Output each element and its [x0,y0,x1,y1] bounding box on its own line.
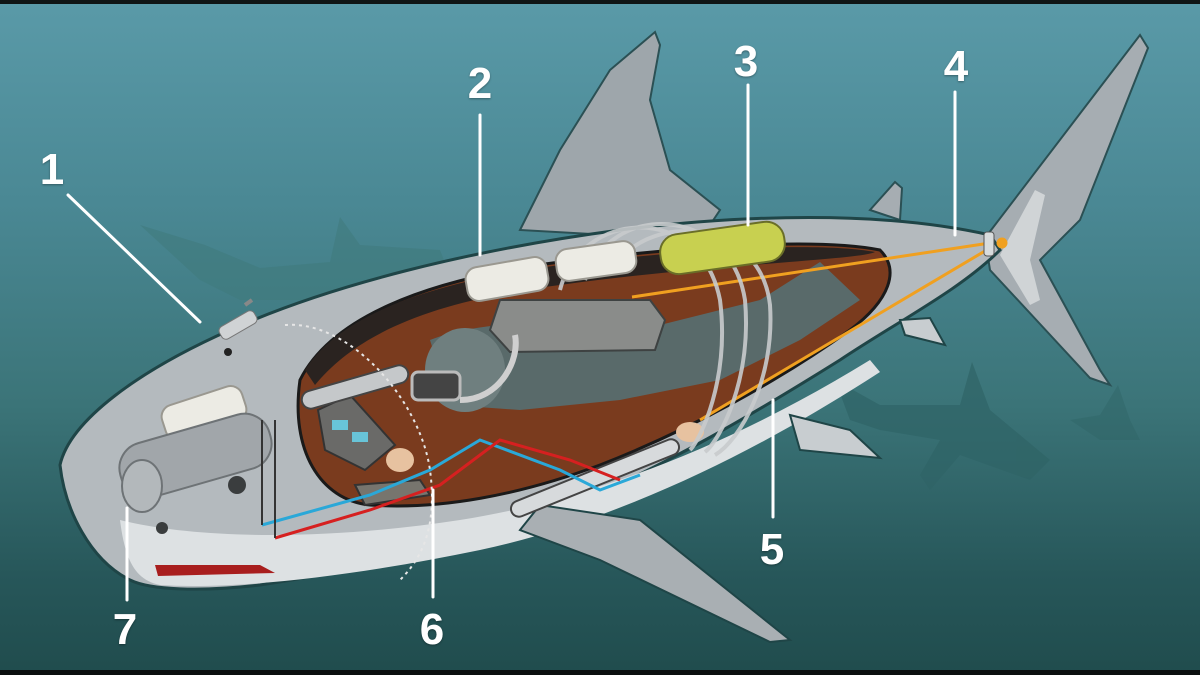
anal-fin [898,316,947,347]
yellow-air-tank [659,220,786,276]
callout-7: 7 [112,605,138,654]
front-cabin-cylinder [300,364,410,410]
eye [228,476,246,494]
callout-6: 6 [419,605,445,654]
dorsal-fin [518,30,722,242]
callout-5: 5 [759,525,785,574]
callout-4: 4 [943,42,969,91]
buoyancy-pods [160,240,638,441]
air-hoses [558,222,773,457]
callout-2: 2 [467,59,493,108]
second-dorsal-fin [868,180,904,222]
callout-lines [66,83,957,602]
belly [120,360,880,586]
callout-1: 1 [39,145,65,194]
nose-cylinder [118,412,273,513]
background-shark-right [835,362,1140,490]
control-wires [261,438,641,540]
tail-pulley [983,231,995,257]
pectoral-fin [518,503,793,644]
callout-3: 3 [733,37,759,86]
pelvic-fin [788,413,883,460]
bottom-border [0,670,1200,675]
nostril [156,522,168,534]
tail-fin [983,33,1150,387]
lower-cylinder [509,438,681,518]
periscope-camera [218,298,258,356]
top-border [0,0,1200,4]
mouth-teeth [155,565,275,576]
steering-cables [631,237,1008,422]
pilot [386,262,860,472]
